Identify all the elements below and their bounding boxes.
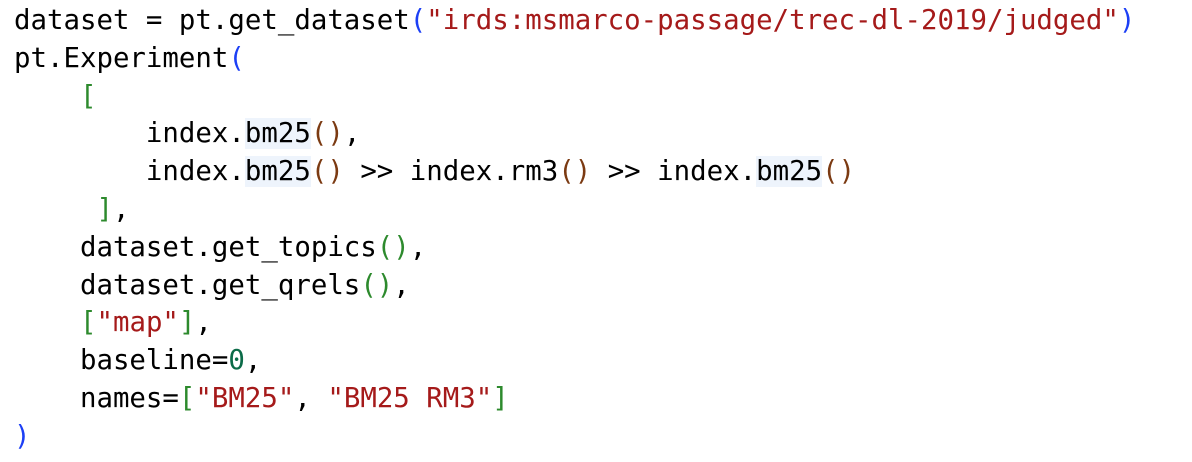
code-token: [ bbox=[178, 382, 196, 414]
code-line: dataset = pt.get_dataset("irds:msmarco-p… bbox=[14, 2, 1135, 40]
code-token: "irds:msmarco-passage/trec-dl-2019/judge… bbox=[426, 5, 1119, 36]
highlighted-token: bm25 bbox=[244, 156, 311, 188]
code-line: index.bm25() >> index.rm3() >> index.bm2… bbox=[14, 153, 1135, 191]
code-token: ] bbox=[178, 307, 196, 339]
code-token: ] bbox=[96, 193, 113, 225]
code-token: dataset = pt.get_dataset bbox=[14, 5, 410, 36]
code-token: , bbox=[409, 231, 427, 263]
code-line: names=["BM25", "BM25 RM3"] bbox=[14, 380, 1135, 418]
code-token bbox=[14, 307, 80, 338]
code-token: () bbox=[558, 156, 592, 188]
code-line: pt.Experiment( bbox=[14, 40, 1135, 78]
code-line: ], bbox=[14, 191, 1135, 229]
code-token: 0 bbox=[228, 345, 245, 377]
code-token: () bbox=[310, 118, 344, 150]
code-token: ) bbox=[1118, 5, 1136, 36]
code-token: baseline= bbox=[14, 345, 229, 377]
code-token: () bbox=[822, 156, 856, 188]
code-token: () bbox=[376, 231, 410, 263]
code-token: dataset.get_qrels bbox=[14, 269, 361, 301]
code-line: dataset.get_topics(), bbox=[14, 229, 1135, 267]
code-token: , bbox=[393, 269, 410, 301]
highlighted-token: bm25 bbox=[756, 156, 823, 188]
code-line: dataset.get_qrels(), bbox=[14, 267, 1135, 305]
code-token: dataset.get_topics bbox=[14, 231, 377, 263]
code-token: "map" bbox=[96, 307, 179, 339]
code-token: , bbox=[112, 193, 130, 225]
code-editor[interactable]: dataset = pt.get_dataset("irds:msmarco-p… bbox=[14, 2, 1135, 456]
code-token bbox=[14, 194, 96, 225]
code-token bbox=[14, 81, 80, 112]
code-token: index. bbox=[14, 156, 245, 188]
code-token: , bbox=[343, 118, 361, 150]
code-line: index.bm25(), bbox=[14, 115, 1135, 153]
code-token: ( bbox=[228, 42, 245, 74]
code-token: ( bbox=[409, 5, 427, 36]
code-token: () bbox=[360, 269, 394, 301]
code-token: , bbox=[195, 307, 212, 339]
code-line: baseline=0, bbox=[14, 342, 1135, 380]
code-token: , bbox=[244, 345, 262, 377]
code-line: [ bbox=[14, 78, 1135, 116]
code-token: () bbox=[310, 156, 344, 188]
code-token: [ bbox=[79, 307, 97, 339]
code-line: ["map"], bbox=[14, 304, 1135, 342]
code-token: "BM25" bbox=[195, 382, 295, 414]
code-token: index. bbox=[14, 118, 245, 150]
code-token: names= bbox=[14, 382, 179, 414]
code-token: [ bbox=[79, 80, 97, 112]
code-token: ] bbox=[492, 382, 509, 414]
code-token: >> index.rm3 bbox=[343, 156, 559, 188]
code-line: ) bbox=[14, 418, 1135, 456]
code-token: pt.Experiment bbox=[14, 42, 229, 74]
code-token: "BM25 RM3" bbox=[327, 382, 493, 414]
highlighted-token: bm25 bbox=[244, 118, 311, 150]
code-token: ) bbox=[14, 420, 31, 452]
code-token: >> index. bbox=[591, 156, 757, 188]
code-token: , bbox=[294, 382, 328, 414]
